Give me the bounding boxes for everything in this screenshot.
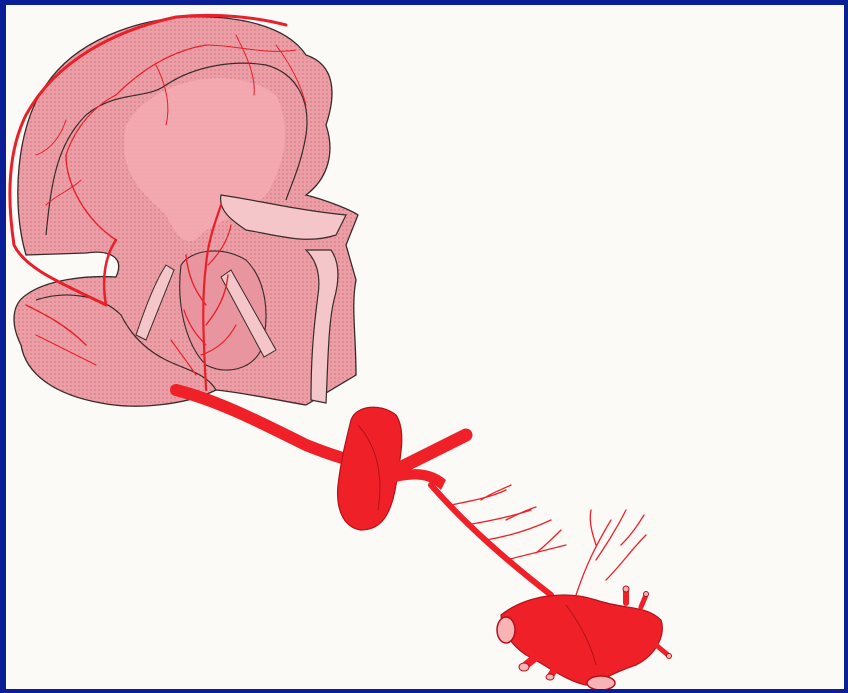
external-carotid-branch <box>396 435 466 470</box>
neck-branches <box>451 485 646 595</box>
common-carotid-artery <box>431 485 551 595</box>
illustration-frame <box>6 5 844 689</box>
aortic-arch <box>497 586 672 689</box>
brain-artery-illustration <box>6 5 844 689</box>
